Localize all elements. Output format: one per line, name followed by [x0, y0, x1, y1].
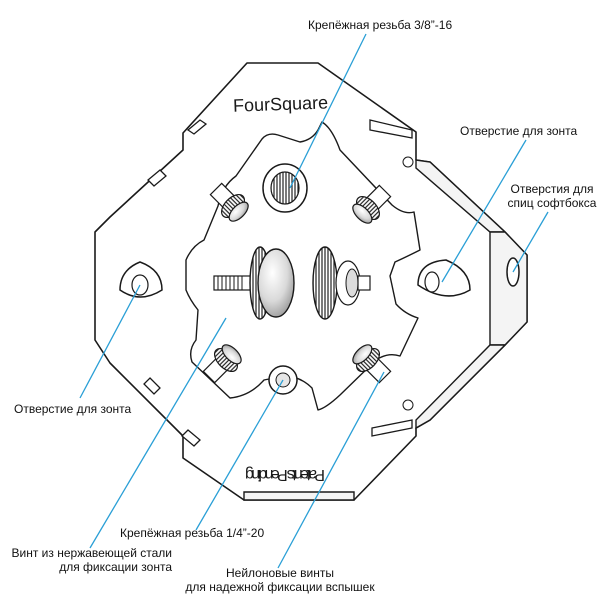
- socket-3-8: [262, 163, 308, 213]
- brand-text-top: FourSquare: [233, 92, 329, 115]
- callout-softbox-line1: Отверстия для: [510, 182, 594, 196]
- inner-cutout: [185, 121, 421, 411]
- knob-upper-left: [209, 182, 249, 222]
- callout-thread-1-4: Крепёжная резьба 1/4”-20: [120, 526, 265, 540]
- leader-lines: [79, 33, 549, 569]
- knob-lower-left: [202, 344, 242, 384]
- callout-steel-line2: для фиксации зонта: [59, 560, 172, 574]
- callout-umbrella-hole-right: Отверстие для зонта: [460, 124, 578, 138]
- callout-thread-3-8: Крепёжная резьба 3/8”-16: [308, 18, 453, 32]
- callout-softbox-line2: спиц софтбокса: [507, 196, 597, 210]
- leader-thread-1-4: [195, 379, 284, 531]
- knob-lower-right: [352, 344, 392, 384]
- umbrella-hole-right: [417, 259, 471, 297]
- callout-steel-screw: Винт из нержавеющей стали для фиксации з…: [4, 546, 172, 574]
- small-holes: [402, 156, 414, 411]
- leader-softbox: [512, 211, 549, 273]
- brand-text-bottom: Patents Pending: [245, 466, 325, 483]
- center-knob-right: [312, 246, 371, 320]
- knob-upper-right: [352, 184, 392, 224]
- callout-steel-line1: Винт из нержавеющей стали: [11, 546, 172, 560]
- leader-steel-screw: [89, 317, 227, 549]
- umbrella-hole-left: [119, 261, 163, 298]
- center-knob-left: [213, 246, 295, 320]
- leader-thread-3-8: [289, 33, 367, 189]
- leader-nylon: [277, 371, 385, 569]
- edge-tabs: [143, 119, 413, 447]
- callout-nylon-line1: Нейлоновые винты: [226, 566, 334, 580]
- leader-umbrella-left: [79, 284, 141, 399]
- callout-softbox-holes: Отверстия для спиц софтбокса: [500, 182, 604, 210]
- callout-nylon-screws: Нейлоновые винты для надежной фиксации в…: [160, 566, 400, 594]
- leader-umbrella-right: [441, 139, 527, 283]
- callout-nylon-line2: для надежной фиксации вспышек: [185, 580, 375, 594]
- callout-umbrella-hole-left: Отверстие для зонта: [14, 402, 132, 416]
